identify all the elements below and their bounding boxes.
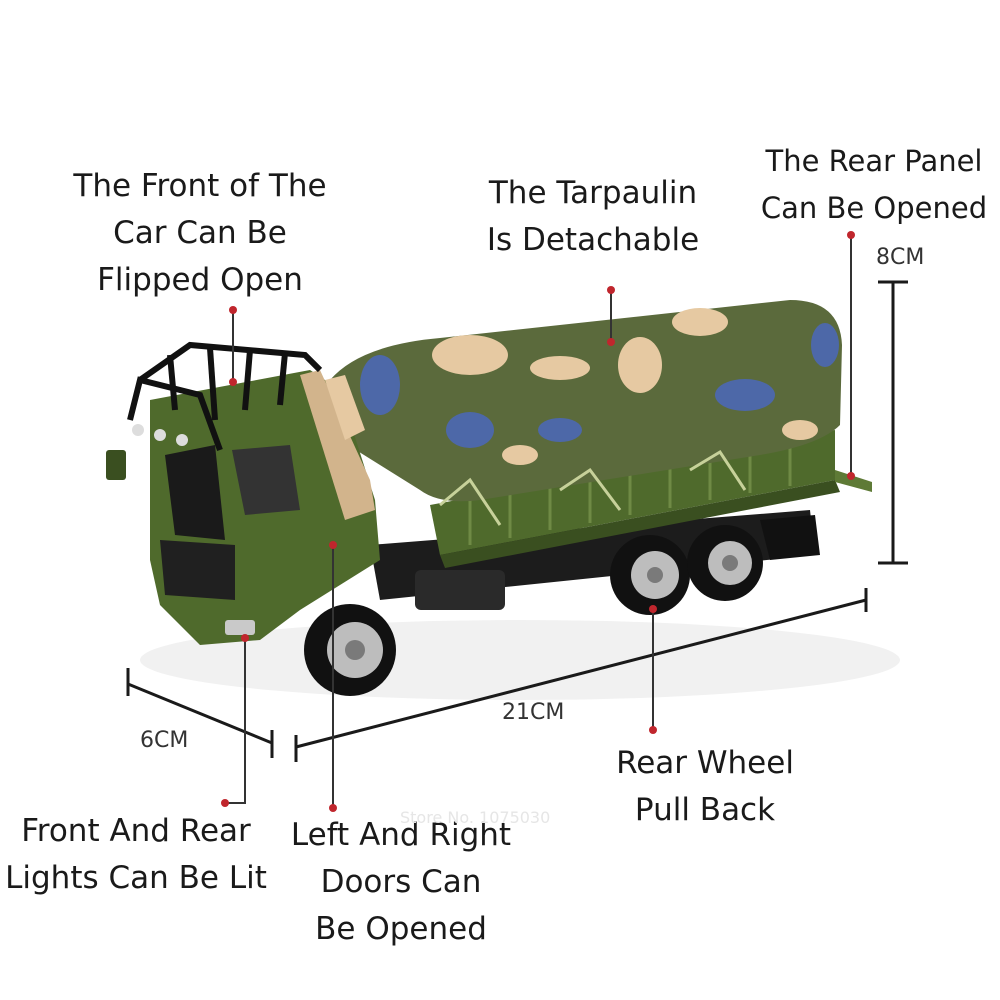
callout-rear-panel: The Rear Panel Can Be Opened [760, 144, 988, 225]
dimension-lines [126, 280, 908, 762]
dimension-length-label: 21CM [502, 700, 565, 725]
cab-door [232, 445, 300, 515]
rear-wheel [610, 535, 690, 615]
callout-lights: Front And Rear Lights Can Be Lit [5, 813, 267, 896]
roof-rack [127, 341, 323, 452]
cargo-bed [430, 430, 872, 568]
truck-cab [106, 341, 380, 645]
rear-panel [835, 470, 872, 492]
callout-front-flip: The Front of The Car Can Be Flipped Open [73, 168, 327, 298]
callout-leaders [225, 235, 852, 808]
windshield [165, 445, 225, 540]
callout-tarpaulin: The Tarpaulin Is Detachable [486, 175, 700, 258]
callout-rear-wheel: Rear Wheel Pull Back [616, 745, 794, 828]
headlight [225, 620, 255, 635]
callout-dots [221, 231, 855, 812]
callout-doors: Left And Right Doors Can Be Opened [290, 817, 512, 947]
tarpaulin [328, 300, 842, 526]
store-watermark: Store No. 1075030 [400, 808, 551, 827]
dimension-height-label: 8CM [876, 245, 925, 270]
grille [160, 540, 235, 600]
front-wheel [304, 604, 396, 696]
rear-wheel-2 [687, 525, 763, 601]
side-mirror [106, 450, 126, 480]
dimension-width-label: 6CM [140, 728, 189, 753]
